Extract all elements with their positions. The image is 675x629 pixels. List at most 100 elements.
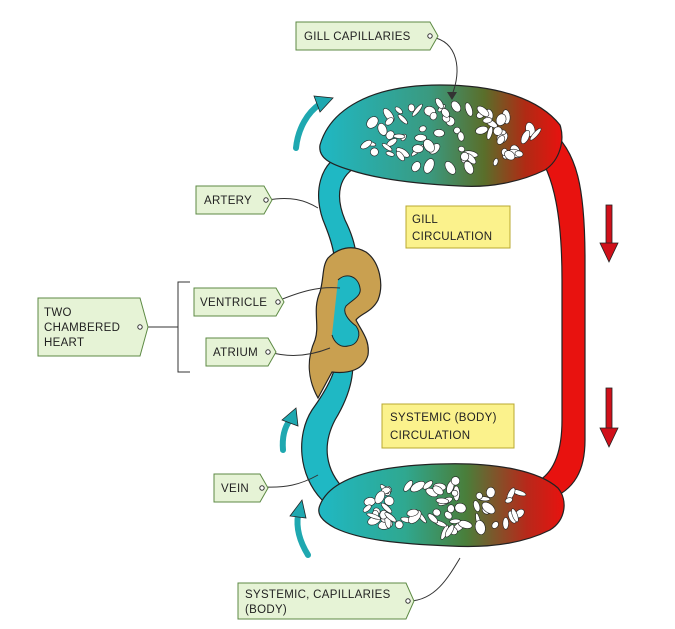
flow-arrow-down-lower-shaft	[605, 387, 613, 431]
capillary-hole	[423, 158, 435, 174]
atrium-tag: ATRIUM	[205, 337, 277, 367]
systemic-capillaries-leader	[409, 557, 461, 602]
capillary-hole	[493, 158, 499, 167]
capillary-hole	[485, 486, 496, 498]
capillary-hole	[414, 134, 427, 142]
flow-arrow-up-mid-head	[281, 407, 299, 427]
systemic-circulation-box: SYSTEMIC (BODY) CIRCULATION	[381, 403, 515, 449]
capillary-hole	[475, 125, 489, 135]
gill-capillaries-leader	[431, 36, 458, 96]
capillary-hole	[502, 517, 509, 530]
gill-capillaries-label: GILL CAPILLARIES	[304, 31, 411, 43]
capillary-hole	[395, 520, 404, 529]
capillary-hole	[381, 502, 393, 514]
atrium-label: ATRIUM	[213, 347, 258, 359]
flow-arrow-up-bottom	[294, 512, 311, 558]
systemic-artery-vessel	[534, 127, 586, 501]
capillary-hole	[366, 512, 381, 520]
flow-arrow-up-mid	[279, 417, 293, 453]
capillary-hole	[432, 508, 441, 517]
two-chambered-heart-line-1: TWO	[44, 307, 72, 319]
capillary-hole	[495, 113, 507, 126]
ventricle-label: VENTRICLE	[200, 297, 267, 309]
capillary-hole	[423, 139, 435, 153]
capillary-hole	[432, 485, 444, 496]
systemic-capillaries-tag: SYSTEMIC, CAPILLARIES (BODY)	[237, 582, 415, 620]
capillary-hole	[450, 100, 462, 113]
capillary-hole	[381, 143, 393, 152]
capillary-hole	[403, 480, 413, 492]
capillary-hole	[464, 102, 473, 117]
capillary-hole	[362, 504, 372, 513]
flow-arrow-up-top	[293, 101, 323, 151]
capillary-hole	[410, 480, 426, 493]
capillary-hole	[384, 496, 395, 506]
capillary-hole	[475, 492, 483, 500]
heart-bracket	[148, 281, 190, 373]
capillary-hole	[395, 150, 405, 162]
capillary-hole	[447, 504, 455, 513]
capillary-hole	[435, 97, 444, 109]
capillary-hole	[393, 133, 406, 139]
capillary-hole	[411, 161, 421, 172]
capillary-hole	[394, 106, 403, 115]
capillary-hole	[366, 116, 379, 129]
capillary-hole	[384, 512, 397, 523]
capillary-hole	[444, 524, 455, 538]
capillary-hole	[493, 126, 503, 136]
capillary-hole	[418, 125, 427, 133]
capillary-hole	[496, 135, 506, 145]
capillary-network	[360, 97, 542, 540]
capillary-hole	[385, 130, 395, 140]
gill-circulation-box: GILL CIRCULATION	[405, 205, 511, 249]
capillary-hole	[435, 497, 450, 505]
capillary-hole	[481, 501, 496, 515]
vein-leader	[263, 474, 319, 488]
capillary-hole	[427, 513, 439, 524]
gill-circulation-line-2: CIRCULATION	[412, 231, 492, 243]
artery-tag: ARTERY	[195, 185, 273, 215]
capillary-hole	[374, 490, 386, 504]
capillary-hole	[385, 151, 395, 157]
capillary-hole	[474, 520, 486, 535]
two-chambered-heart-tag: TWO CHAMBERED HEART	[37, 297, 149, 357]
capillary-hole	[433, 129, 445, 138]
capillary-hole	[482, 117, 493, 124]
capillary-hole	[360, 139, 372, 150]
capillary-hole	[457, 131, 465, 142]
artery-label: ARTERY	[204, 195, 252, 207]
systemic-circulation-line-1: SYSTEMIC (BODY)	[390, 412, 497, 424]
vein-tag: VEIN	[213, 473, 269, 503]
capillary-hole	[460, 152, 470, 162]
heart-chambers	[331, 275, 361, 347]
flow-arrow-down-upper-shaft	[605, 204, 613, 246]
capillary-hole	[473, 500, 481, 512]
capillary-hole	[463, 160, 474, 175]
gill-capillaries-leader-head	[447, 92, 457, 100]
two-chambered-heart-line-3: HEART	[44, 337, 84, 349]
vein-label: VEIN	[221, 483, 249, 495]
capillary-hole	[422, 480, 433, 490]
capillary-hole	[411, 103, 423, 117]
capillary-hole	[377, 123, 388, 136]
capillary-hole	[406, 508, 419, 517]
capillary-hole	[529, 127, 542, 141]
ventricle-tag: VENTRICLE	[193, 287, 285, 317]
gill-circulation-line-1: GILL	[412, 214, 438, 226]
flow-arrow-up-bottom-head	[289, 499, 307, 519]
capillary-hole	[511, 508, 519, 523]
systemic-circulation-line-2: CIRCULATION	[390, 430, 470, 442]
capillary-hole	[454, 502, 467, 514]
flow-arrow-up-top-head	[313, 95, 334, 113]
capillary-hole	[444, 511, 453, 520]
capillary-hole	[504, 497, 513, 504]
artery-leader	[267, 197, 319, 209]
systemic-capillaries-line-2: (BODY)	[245, 604, 287, 616]
capillary-hole	[491, 521, 499, 529]
two-chambered-heart-line-2: CHAMBERED	[44, 322, 120, 334]
capillary-hole	[385, 117, 394, 126]
capillary-hole	[458, 146, 465, 153]
capillary-hole	[520, 130, 531, 144]
capillary-hole	[397, 114, 408, 125]
